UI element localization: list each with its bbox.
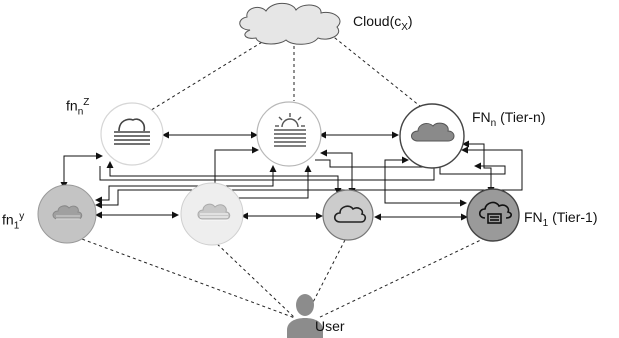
cloud-label: Cloud(cX) <box>353 13 413 33</box>
cloud-outline-icon <box>333 205 367 223</box>
cloud-server-icon <box>478 201 512 224</box>
peer-links <box>95 131 468 221</box>
sun-fog-icon <box>274 113 306 147</box>
fn-1-y-label: fn1y <box>2 211 25 232</box>
user-label: User <box>315 318 345 334</box>
user-icon[interactable] <box>287 294 323 338</box>
fn-n-tier-n-label: FNn (Tier-n) <box>472 109 546 129</box>
node-fn-n-z[interactable] <box>100 102 164 166</box>
fog-cloud-icon <box>197 203 231 221</box>
node-fn-1-tier-1[interactable] <box>466 188 520 242</box>
routed-links <box>60 140 523 211</box>
cloud-cx <box>239 2 341 45</box>
node-lower-3[interactable] <box>322 189 374 241</box>
fog-cloud-icon <box>52 205 83 220</box>
node-center-top[interactable] <box>256 101 322 167</box>
fn-n-z-label: fnnZ <box>66 97 90 118</box>
node-lower-2[interactable] <box>180 182 244 246</box>
dashed-links <box>70 33 486 319</box>
node-fn-1-y[interactable] <box>37 184 97 244</box>
storm-cloud-icon <box>411 122 455 142</box>
fog-icon <box>114 118 150 145</box>
fn-1-tier-1-label: FN1 (Tier-1) <box>524 209 598 229</box>
cloud-icon <box>239 2 341 45</box>
node-fn-n-tier-n[interactable] <box>399 103 465 169</box>
